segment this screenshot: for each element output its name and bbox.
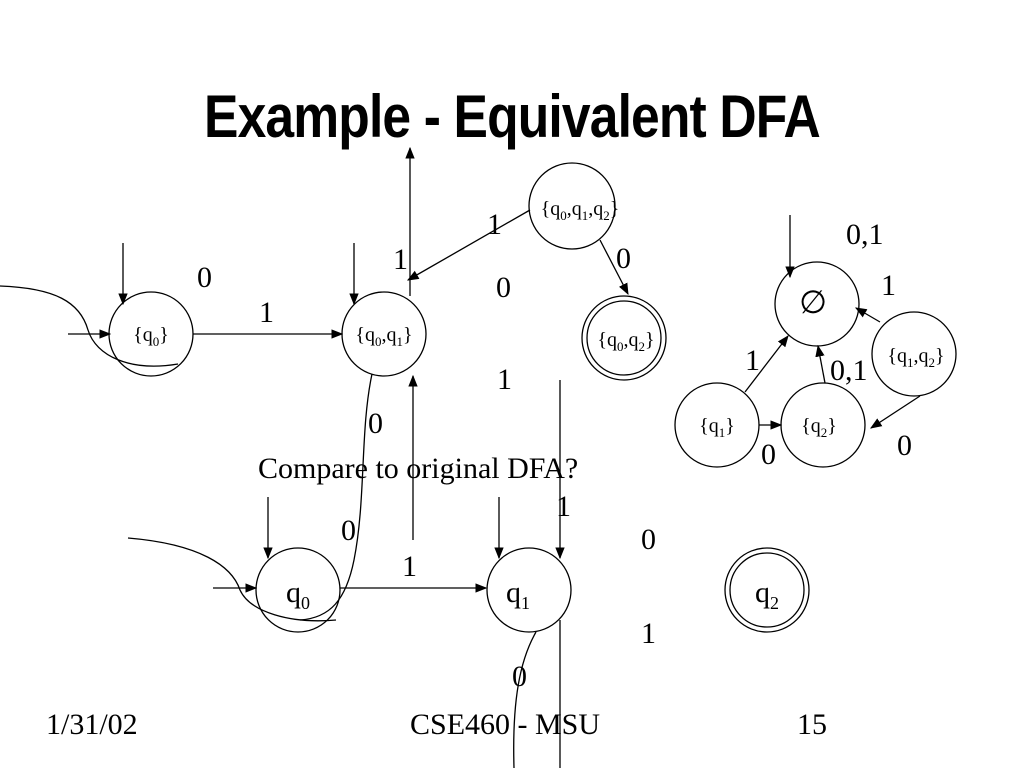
dfa-label-q1q2-to-empty: 1 xyxy=(881,269,896,302)
dfa-state-q0-label: {q0} xyxy=(133,324,169,349)
dfa-edge-q1q2-to-q2 xyxy=(870,395,921,429)
dfa-state-q1q2-circle xyxy=(871,311,957,397)
footer-page-number: 15 xyxy=(797,708,827,741)
dfa-state-q0q2-label: {q0,q2} xyxy=(597,329,654,354)
dfa-state-q1-label: {q1} xyxy=(699,415,735,440)
footer-date: 1/31/02 xyxy=(46,708,138,741)
nfa-state-q1-circle xyxy=(486,547,572,633)
dfa-state-q0q1-label: {q0,q1} xyxy=(355,324,412,349)
dfa-label-q1q2-to-q2: 0 xyxy=(897,429,912,462)
dfa-state-empty-label: ∅ xyxy=(799,284,827,320)
nfa-q0-loop-curve xyxy=(127,537,337,622)
nfa-label-q1-self: 0 xyxy=(512,660,527,693)
compare-note: Compare to original DFA? xyxy=(258,452,579,485)
slide-title: Example - Equivalent DFA xyxy=(204,83,821,150)
footer-course: CSE460 - MSU xyxy=(410,708,601,741)
nfa-state-q2-outer-circle xyxy=(724,547,810,633)
dfa-q0-loop-curve xyxy=(0,285,179,367)
nfa-label-q1-loop: 1 xyxy=(556,490,571,523)
dfa-label-q0-to-q0q1: 1 xyxy=(259,296,274,329)
nfa-state-q2-inner-circle xyxy=(729,552,805,628)
dfa-state-q0q1q2-circle xyxy=(528,162,616,250)
nfa-q1-loop-curve xyxy=(513,631,537,768)
nfa-state-q2-label: q2 xyxy=(755,576,779,613)
dfa-label-empty-loop: 0,1 xyxy=(846,218,884,251)
dfa-label-q0q2-mid: 0 xyxy=(496,271,511,304)
dfa-edge-q0q1q2-to-q0q1 xyxy=(406,209,531,281)
nfa-label-q1-to-q2: 0 xyxy=(641,523,656,556)
dfa-state-q0q1q2-label: {q0,q1,q2} xyxy=(541,198,620,223)
dfa-state-q1q2-label: {q1,q2} xyxy=(887,345,944,370)
dfa-label-q0q1-loop: 0 xyxy=(368,407,383,440)
dfa-label-q1-to-empty: 1 xyxy=(745,344,760,377)
dfa-edge-q0q1q2-to-q0q2 xyxy=(599,239,629,296)
dfa-state-q0q2-inner-circle xyxy=(586,300,662,376)
dfa-label-q2-to-empty: 0,1 xyxy=(830,354,868,387)
dfa-state-q0q2-outer-circle xyxy=(581,295,667,381)
dfa-edge-q1-to-empty xyxy=(744,335,789,393)
dfa-edge-q1q2-to-empty xyxy=(854,307,881,323)
nfa-state-q1-label: q1 xyxy=(506,576,530,613)
nfa-state-q0-label: q0 xyxy=(286,576,310,613)
nfa-label-q0-loop: 0 xyxy=(341,514,356,547)
dfa-label-q0-loop: 0 xyxy=(197,261,212,294)
nfa-label-q0-to-q1: 1 xyxy=(402,550,417,583)
dfa-edge-q2-to-empty xyxy=(815,344,826,384)
dfa-label-q0q1-to-q0q1q2: 1 xyxy=(393,243,408,276)
dfa-q0q1-loop-curve xyxy=(299,373,373,621)
nfa-label-q2-to-q1: 1 xyxy=(641,617,656,650)
dfa-label-q0q1q2-to-q0q2: 0 xyxy=(616,242,631,275)
dfa-state-q2-label: {q2} xyxy=(801,415,837,440)
dfa-label-q1-to-q2: 0 xyxy=(761,438,776,471)
dfa-label-q0q1q2-loop: 1 xyxy=(487,208,502,241)
dfa-label-q0q2-to-q0q1: 1 xyxy=(497,363,512,396)
